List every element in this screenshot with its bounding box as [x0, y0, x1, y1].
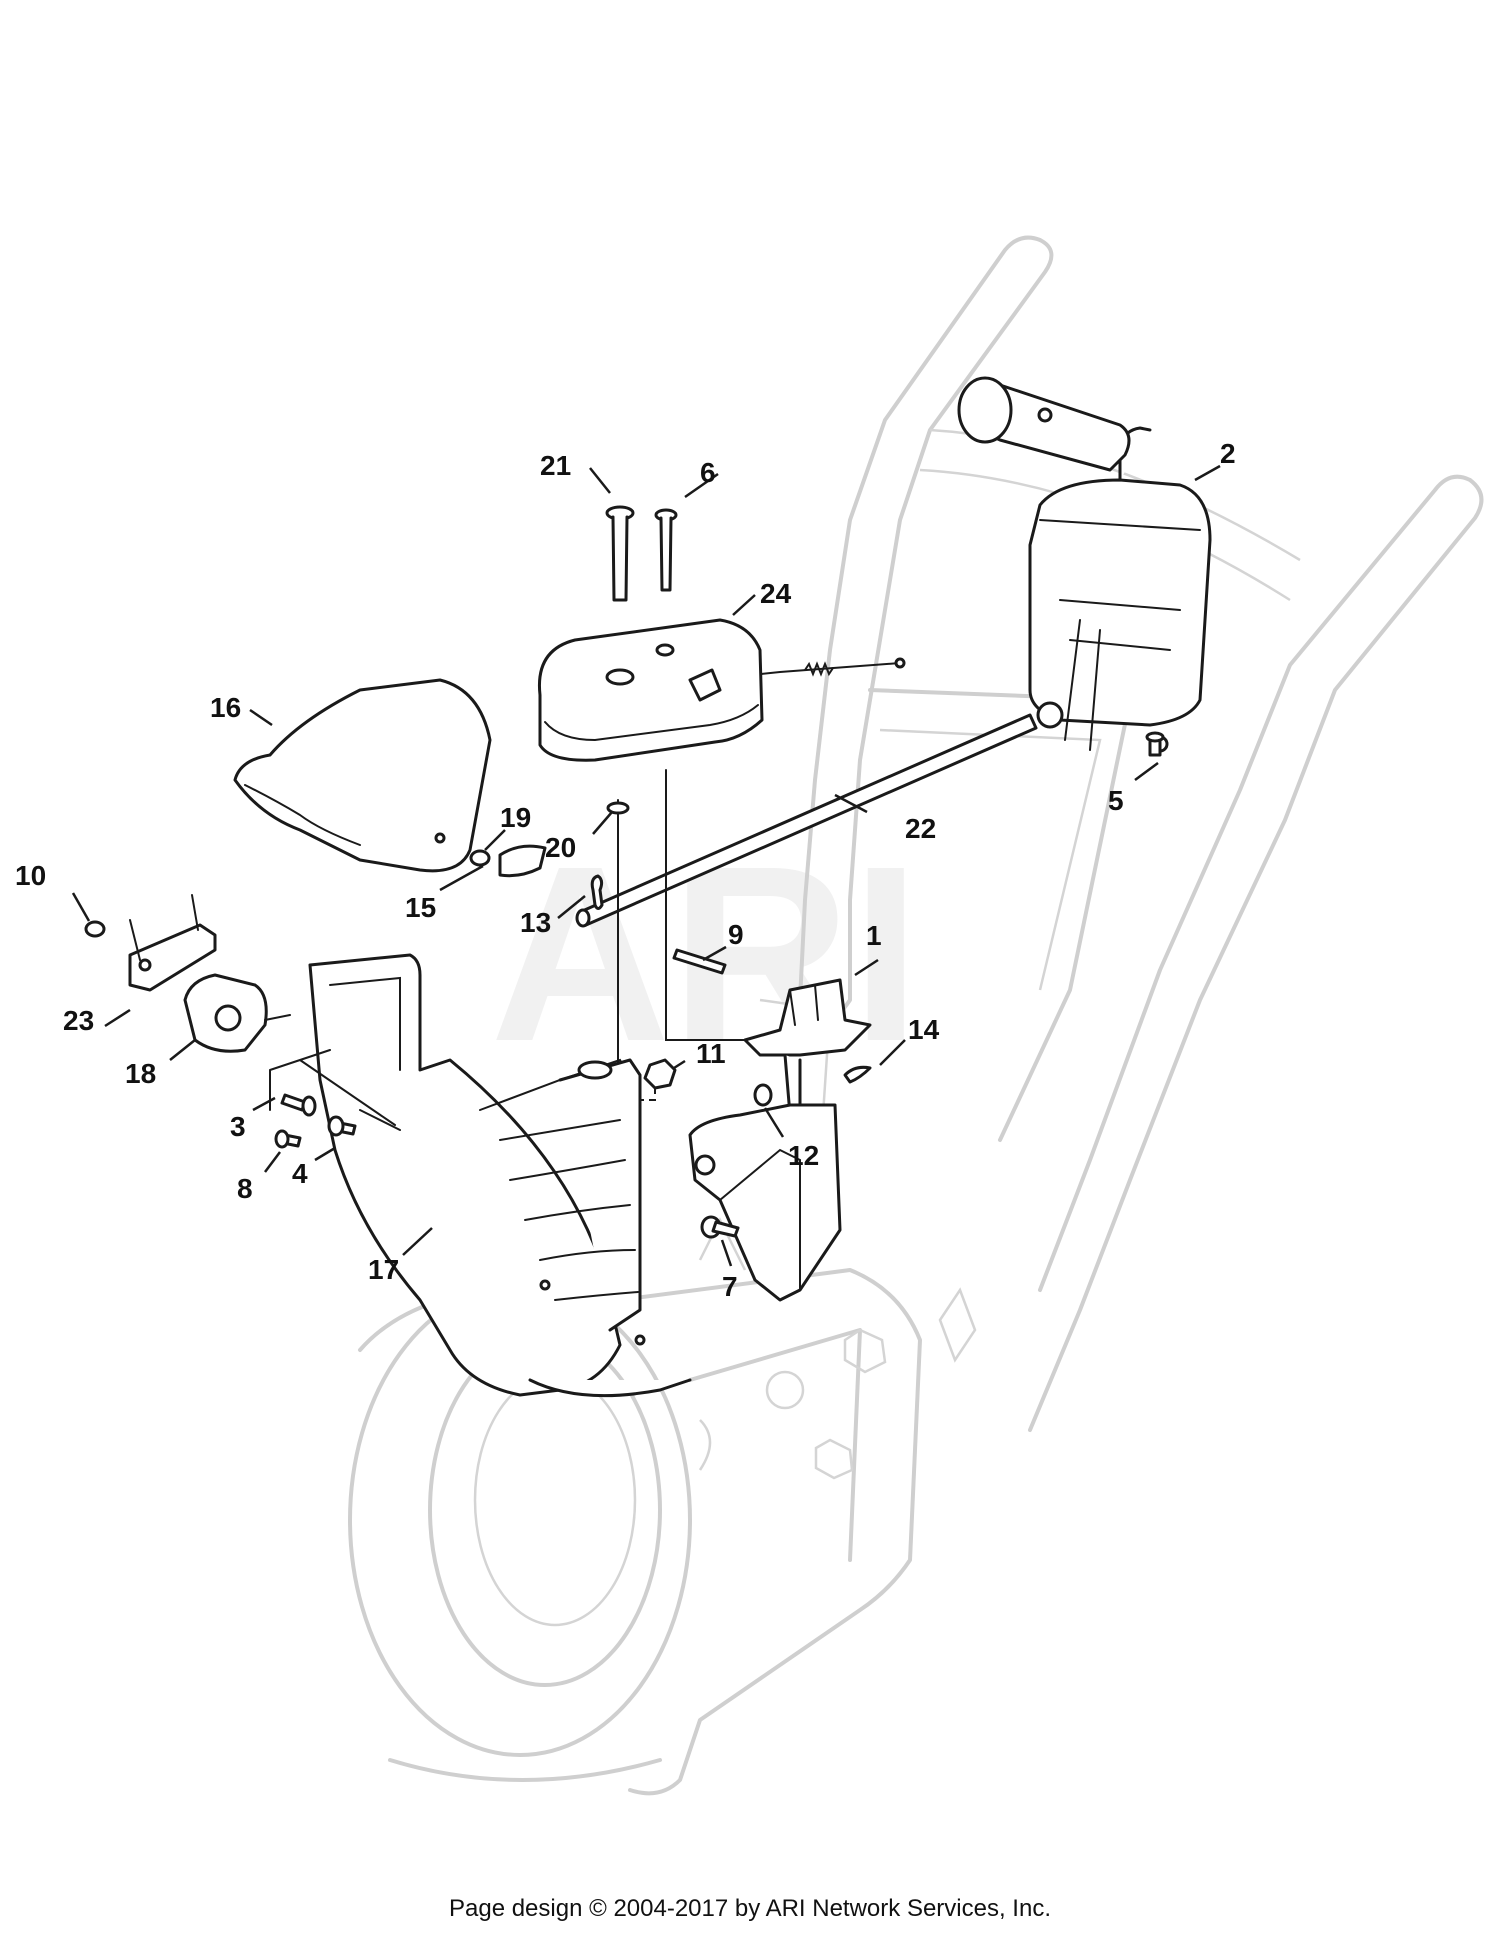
callout-19: 19 — [500, 802, 531, 833]
part-9-pin — [672, 948, 727, 975]
callout-20: 20 — [545, 832, 576, 863]
copyright-footer: Page design © 2004-2017 by ARI Network S… — [448, 1895, 1051, 1922]
part-21-bolt — [605, 505, 635, 602]
part-20-washer — [606, 801, 630, 815]
alignment-line-6 — [665, 769, 761, 1041]
part-17-chute — [308, 953, 692, 1398]
part-19-washer — [469, 849, 491, 867]
part-23-bracket — [128, 894, 217, 992]
callout-11: 11 — [696, 1038, 726, 1069]
callout-22: 22 — [905, 813, 936, 844]
part-16-deflector — [233, 678, 492, 873]
part-22-control-rod — [575, 713, 1038, 928]
part-14-clip — [843, 1065, 872, 1084]
callout-6: 6 — [700, 457, 716, 488]
callout-8: 8 — [237, 1173, 253, 1204]
callout-16: 16 — [210, 692, 241, 723]
cable-end — [894, 657, 906, 669]
callout-9: 9 — [728, 919, 744, 950]
part-12-housing — [688, 1083, 842, 1302]
part-5-bolt — [1145, 731, 1165, 757]
callout-7: 7 — [722, 1271, 738, 1302]
callout-14: 14 — [908, 1014, 940, 1045]
callout-12: 12 — [788, 1140, 819, 1171]
part-24-cover — [537, 618, 764, 762]
callout-21: 21 — [540, 450, 571, 481]
part-4-bolt — [327, 1115, 357, 1137]
callout-18: 18 — [125, 1058, 156, 1089]
leader-lines — [71, 464, 1221, 1267]
part-6-bolt — [654, 508, 678, 592]
callout-13: 13 — [520, 907, 551, 938]
part-7-bolt — [700, 1215, 740, 1239]
callout-17: 17 — [368, 1254, 399, 1285]
callout-23: 23 — [63, 1005, 94, 1036]
part-13-pin — [590, 874, 604, 910]
callout-2: 2 — [1220, 438, 1236, 469]
callout-3: 3 — [230, 1111, 246, 1142]
callout-5: 5 — [1108, 785, 1124, 816]
part-15-knob — [498, 844, 547, 878]
cable-spring — [804, 661, 834, 677]
callout-4: 4 — [292, 1158, 308, 1189]
part-1-bracket — [743, 978, 872, 1117]
part-10-nut — [84, 920, 106, 938]
part-3-bolt — [280, 1093, 317, 1117]
callout-1: 1 — [866, 920, 882, 951]
part-2-chute-control — [957, 376, 1212, 753]
alignment-lines-3-4-8 — [269, 1049, 401, 1131]
callout-10: 10 — [15, 860, 46, 891]
part-8-bolt — [274, 1129, 302, 1149]
callout-15: 15 — [405, 892, 436, 923]
part-11-nut — [643, 1058, 677, 1090]
callout-24: 24 — [760, 578, 792, 609]
callout-labels: 1 2 3 4 5 6 7 8 9 10 11 12 13 14 15 16 1… — [15, 438, 1236, 1302]
part-18-gear-head — [183, 973, 291, 1053]
